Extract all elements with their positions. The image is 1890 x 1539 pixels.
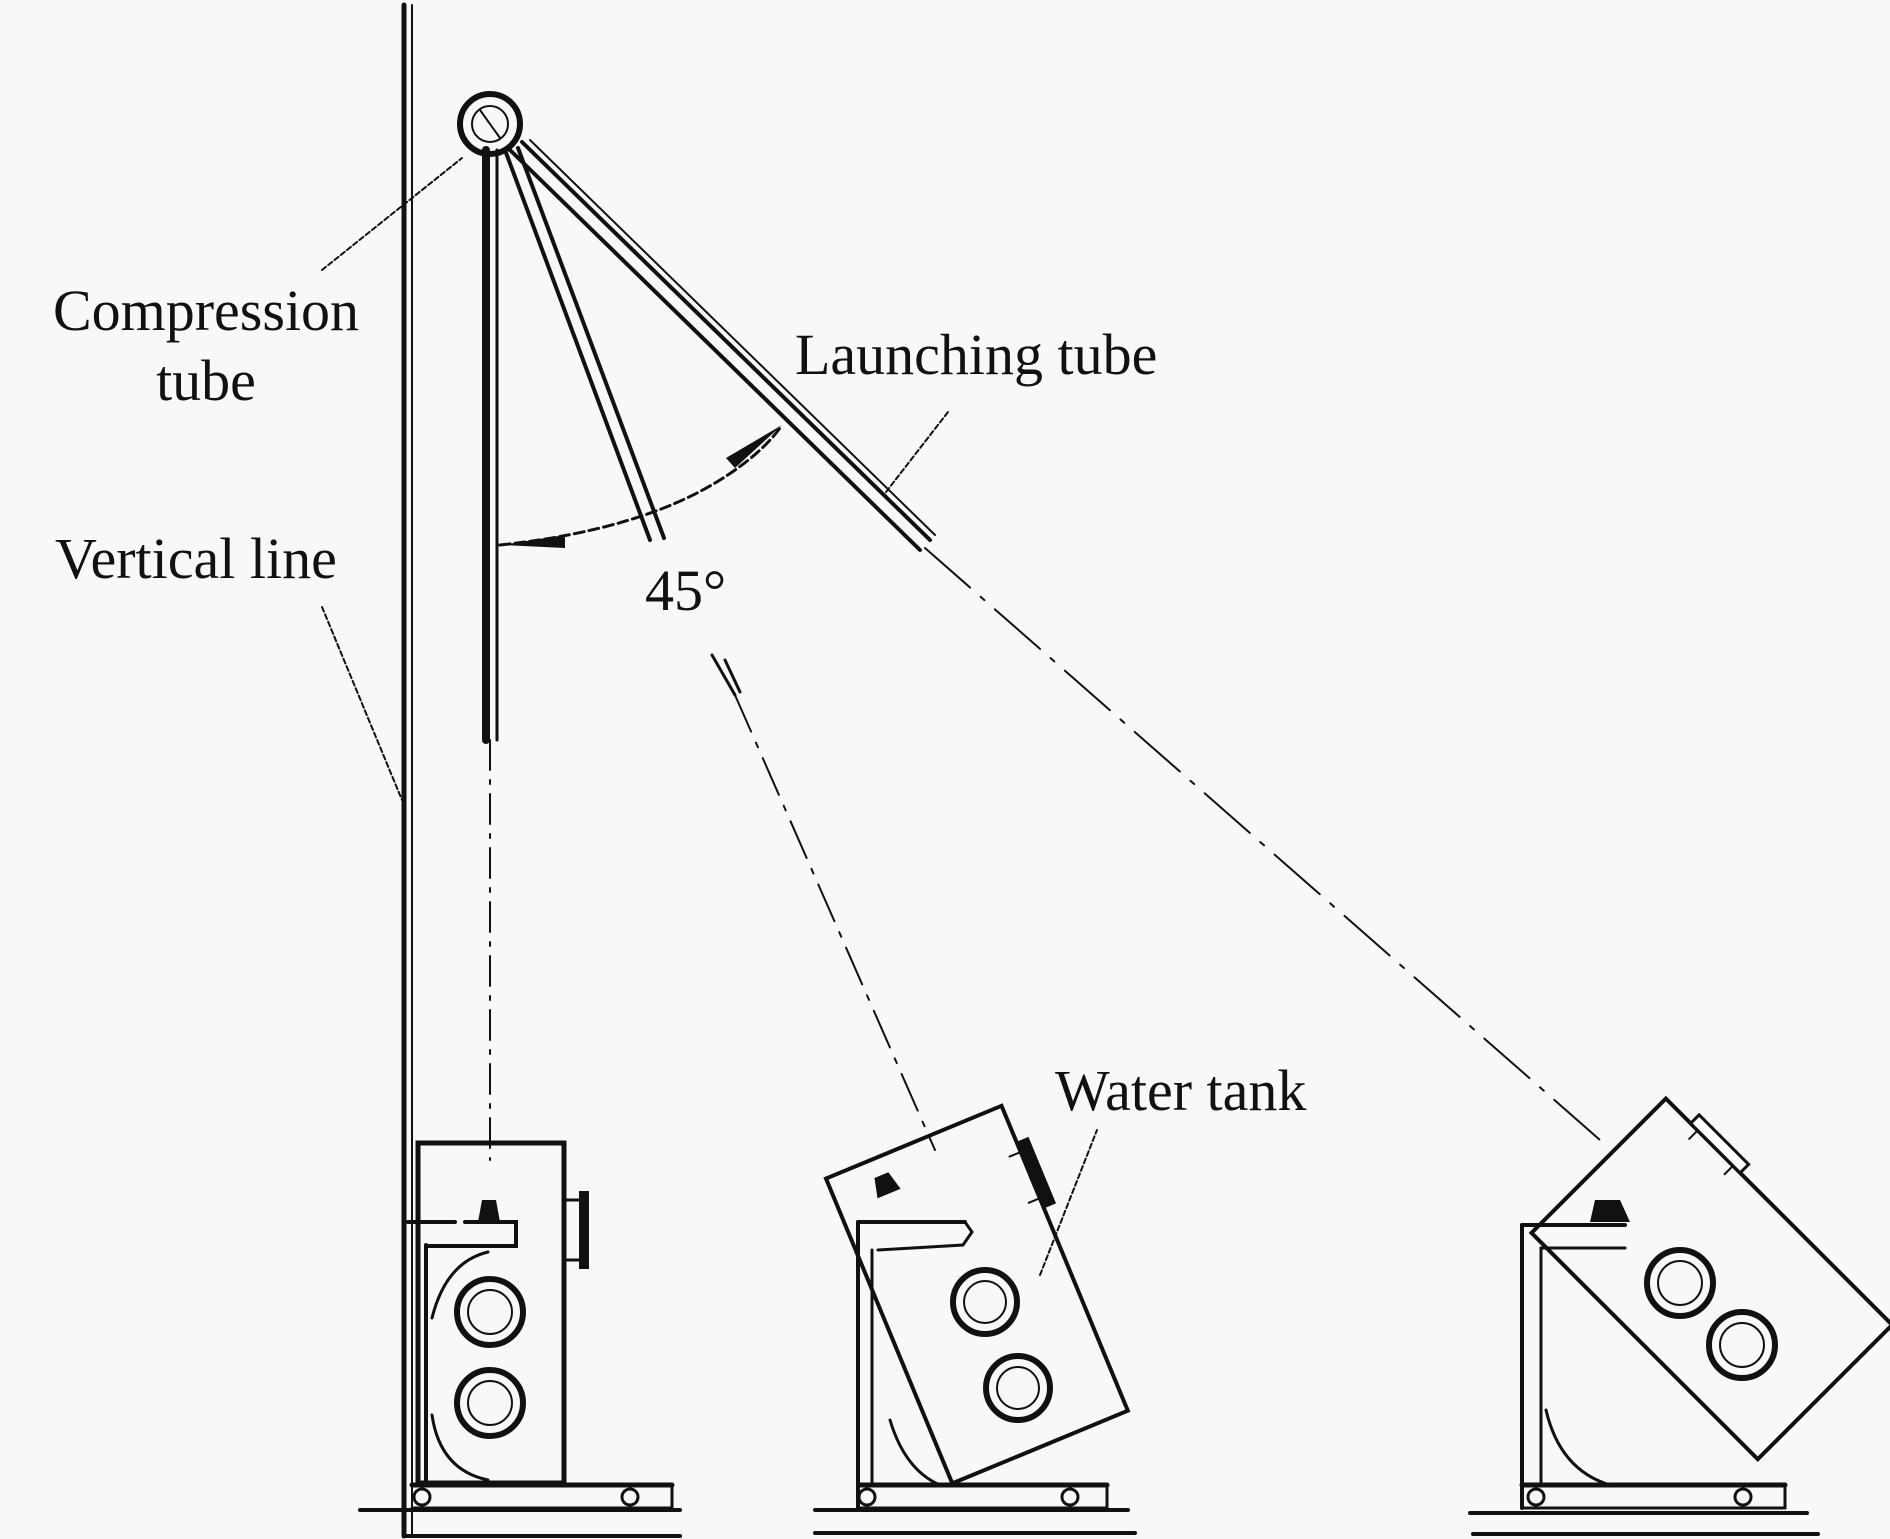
label-compression-tube: Compression tube (30, 282, 382, 410)
leader-lines (321, 157, 1098, 1276)
compression-tube-pivot (457, 91, 523, 157)
label-water-tank: Water tank (1055, 1058, 1307, 1123)
water-tank-position-2 (823, 1103, 1131, 1510)
leader-launching-tube (885, 411, 949, 493)
launching-tube-45deg (508, 139, 1601, 1141)
leader-compression-tube (321, 157, 463, 271)
label-compression-tube-line2: tube (156, 348, 256, 413)
water-tank-position-3 (1519, 1095, 1890, 1510)
angle-arc (498, 425, 782, 548)
label-vertical-line: Vertical line (55, 526, 337, 591)
launching-tube-vertical (482, 146, 499, 1161)
leader-water-tank (1039, 1129, 1098, 1276)
water-tank-position-1 (406, 1140, 675, 1510)
label-compression-tube-line1: Compression (52, 278, 360, 343)
label-angle-45: 45° (645, 558, 727, 623)
launching-tube-middle (503, 146, 936, 1151)
label-launching-tube: Launching tube (795, 322, 1158, 387)
ground-lines (358, 1508, 1820, 1538)
leader-vertical-line (321, 606, 403, 801)
vertical-reference-line (401, 2, 413, 1539)
